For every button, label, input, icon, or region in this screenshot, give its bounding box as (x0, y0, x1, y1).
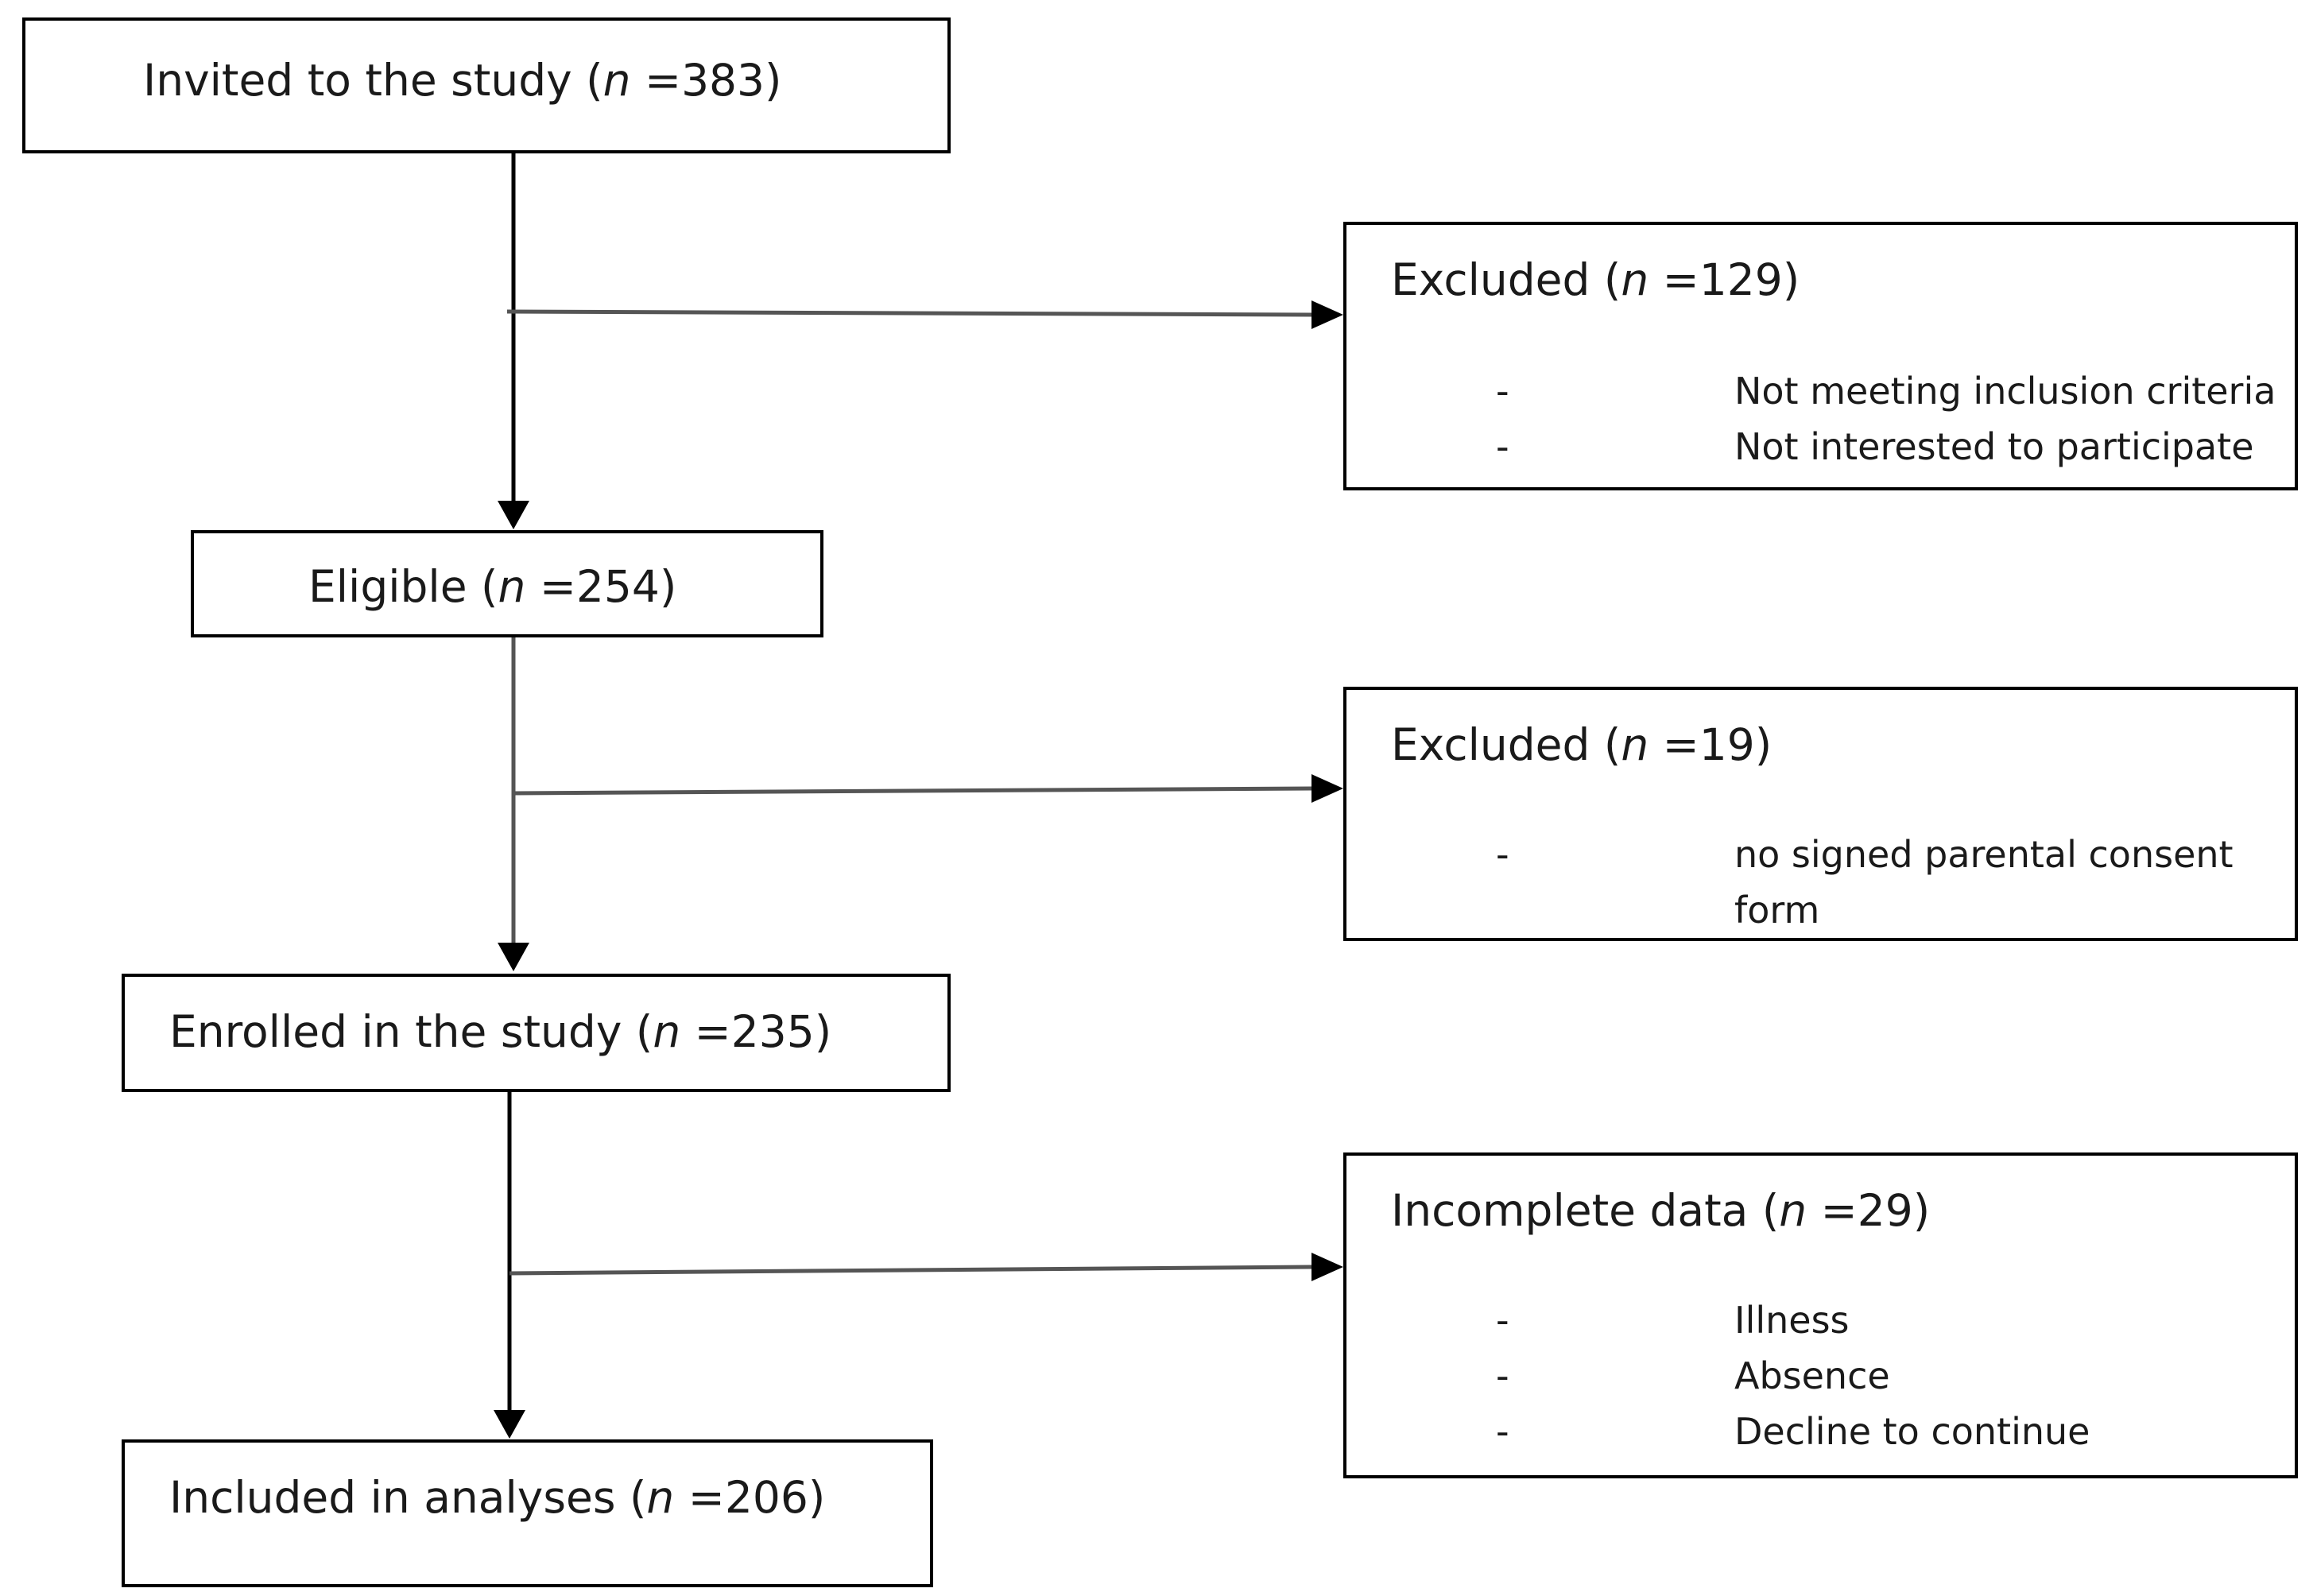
arrow-down-enrolled-icon (498, 943, 529, 971)
included-n-symbol: n (646, 1472, 675, 1523)
excluded-19-n-symbol: n (1621, 719, 1649, 770)
arrow-down-eligible-icon (498, 501, 529, 529)
excluded-129-box: Excluded (n =129) - Not meeting inclusion… (1343, 222, 2298, 490)
incomplete-data-reasons: - Illness - Absence - Decline to continue (1496, 1292, 2090, 1459)
connector-to-excluded-129 (506, 309, 1312, 317)
excluded-19-title: Excluded (n =19) (1391, 723, 1772, 767)
connector-to-incomplete-data (509, 1265, 1312, 1276)
reason-text: Decline to continue (1734, 1410, 2090, 1453)
invited-n-symbol: n (602, 55, 631, 106)
incomplete-data-box: Incomplete data (n =29) - Illness - Absenc… (1343, 1152, 2298, 1478)
reason-text: no signed parental consent form (1734, 833, 2234, 932)
included-count: =206) (674, 1472, 826, 1523)
reason-text: Not meeting inclusion criteria (1734, 370, 2276, 413)
incomplete-data-title-prefix: Incomplete data ( (1391, 1185, 1780, 1236)
included-label-prefix: Included in analyses ( (169, 1472, 647, 1523)
invited-count: =383) (630, 55, 782, 106)
enrolled-count: =235) (680, 1006, 832, 1057)
included-label: Included in analyses (n =206) (169, 1476, 825, 1520)
bullet-dash: - (1496, 1299, 1509, 1342)
enrolled-n-symbol: n (653, 1006, 681, 1057)
excluded-129-title: Excluded (n =129) (1391, 258, 1800, 302)
bullet-dash: - (1496, 425, 1509, 468)
excluded-129-n-symbol: n (1621, 254, 1649, 305)
incomplete-data-n-symbol: n (1779, 1185, 1807, 1236)
excluded-129-reasons: - Not meeting inclusion criteria - Not int… (1496, 363, 2276, 475)
enrolled-label-prefix: Enrolled in the study ( (169, 1006, 653, 1057)
excluded-129-count: =129) (1649, 254, 1800, 305)
arrow-right-excluded-129-icon (1311, 300, 1343, 329)
arrow-right-excluded-19-icon (1311, 774, 1343, 803)
reason-text: Not interested to participate (1734, 425, 2254, 468)
enrolled-label: Enrolled in the study (n =235) (169, 1010, 831, 1054)
bullet-dash: - (1496, 1410, 1509, 1453)
eligible-label-prefix: Eligible ( (308, 561, 498, 612)
list-item: - Not meeting inclusion criteria (1496, 363, 2276, 419)
eligible-label: Eligible (n =254) (308, 565, 676, 609)
reason-text: Illness (1734, 1299, 1850, 1342)
excluded-19-box: Excluded (n =19) - no signed parental con… (1343, 687, 2298, 941)
invited-box: Invited to the study (n =383) (22, 17, 951, 153)
bullet-dash: - (1496, 370, 1509, 413)
eligible-box: Eligible (n =254) (191, 530, 823, 637)
connector-to-excluded-19 (513, 786, 1312, 796)
invited-label: Invited to the study (n =383) (143, 59, 782, 103)
excluded-19-reasons: - no signed parental consent form (1496, 827, 2307, 938)
eligible-n-symbol: n (498, 561, 526, 612)
arrow-right-incomplete-data-icon (1311, 1253, 1343, 1281)
list-item: - Decline to continue (1496, 1404, 2090, 1459)
list-item: - Not interested to participate (1496, 419, 2276, 475)
invited-label-prefix: Invited to the study ( (143, 55, 603, 106)
excluded-129-title-prefix: Excluded ( (1391, 254, 1621, 305)
reason-text: Absence (1734, 1354, 1890, 1397)
list-item: - no signed parental consent form (1496, 827, 2307, 938)
excluded-19-title-prefix: Excluded ( (1391, 719, 1621, 770)
list-item: - Illness (1496, 1292, 2090, 1348)
list-item: - Absence (1496, 1348, 2090, 1404)
eligible-count: =254) (525, 561, 677, 612)
incomplete-data-count: =29) (1807, 1185, 1931, 1236)
arrow-down-included-icon (494, 1410, 525, 1439)
bullet-dash: - (1496, 1354, 1509, 1397)
enrolled-box: Enrolled in the study (n =235) (122, 974, 951, 1092)
excluded-19-count: =19) (1649, 719, 1773, 770)
bullet-dash: - (1496, 833, 1509, 876)
incomplete-data-title: Incomplete data (n =29) (1391, 1189, 1930, 1233)
included-box: Included in analyses (n =206) (122, 1439, 933, 1587)
